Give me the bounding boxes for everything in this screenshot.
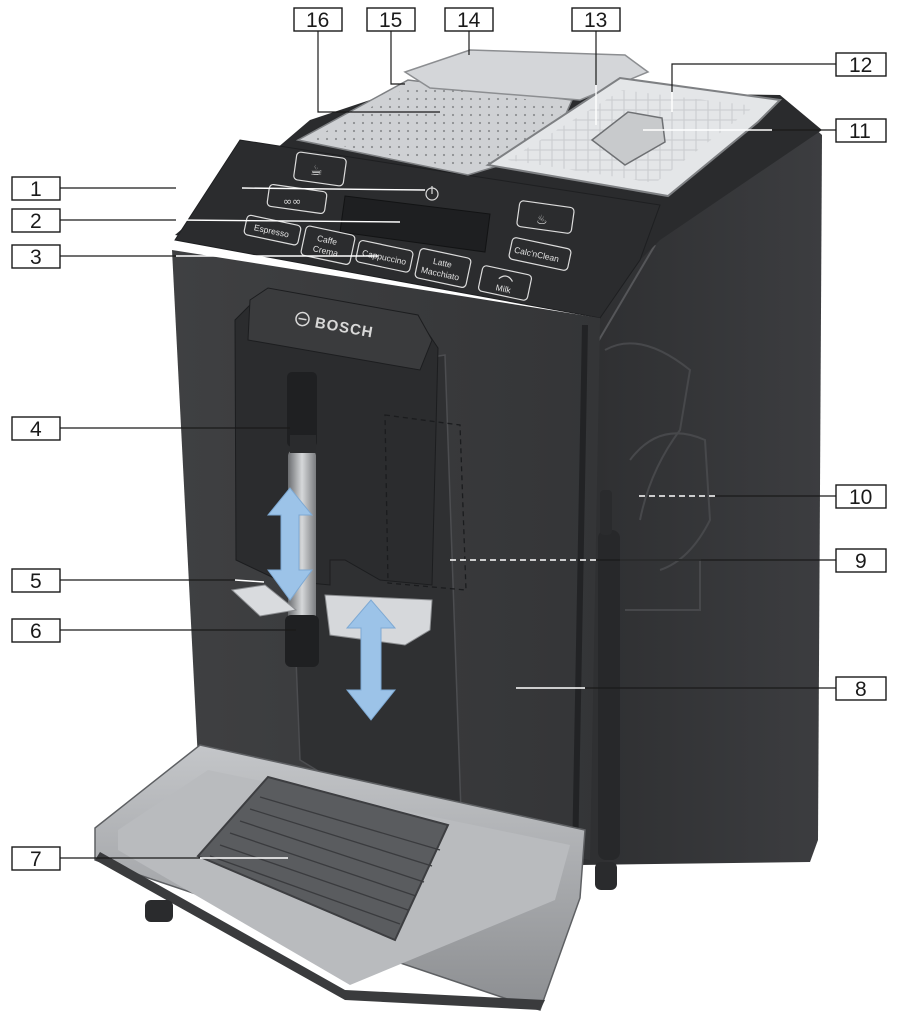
leader-1-inner <box>241 187 426 191</box>
bosch-logo-icon <box>295 311 310 327</box>
side-catch <box>600 490 612 535</box>
strength-icon: ∞∞ <box>283 195 301 208</box>
svg-text:11: 11 <box>849 120 871 143</box>
callout-4: 4 <box>11 416 61 441</box>
foot-left <box>145 900 173 922</box>
cup-grille-ribs <box>209 796 441 925</box>
callout-6: 6 <box>11 618 61 643</box>
leader-12 <box>671 63 836 92</box>
milk-tube-tip <box>285 615 319 667</box>
svg-text:9: 9 <box>855 550 867 573</box>
svg-text:12: 12 <box>849 54 872 77</box>
callout-16: 16 <box>293 7 343 32</box>
milk-icon <box>498 275 513 282</box>
cup-icon: ☕ <box>310 163 323 179</box>
svg-text:10: 10 <box>849 486 872 509</box>
callout-8: 8 <box>835 676 887 701</box>
svg-text:8: 8 <box>855 678 867 701</box>
svg-text:4: 4 <box>30 418 42 441</box>
callout-14: 14 <box>444 7 494 32</box>
callout-3: 3 <box>11 244 61 269</box>
water-tank-lid <box>403 49 650 101</box>
svg-text:2: 2 <box>30 210 42 233</box>
callout-15: 15 <box>366 7 416 32</box>
callout-12: 12 <box>835 52 887 77</box>
svg-text:13: 13 <box>584 9 607 32</box>
leader-2-inner <box>175 219 401 223</box>
dispenser-cap <box>247 287 433 371</box>
svg-text:6: 6 <box>30 620 42 643</box>
cup-grille <box>196 775 450 942</box>
cup-size-button[interactable] <box>293 151 347 187</box>
steam-icon: ♨ <box>536 213 548 228</box>
drip-tray-lip <box>95 852 545 1010</box>
leader-15 <box>390 30 405 85</box>
svg-text:5: 5 <box>30 570 42 593</box>
callout-11: 11 <box>835 118 887 143</box>
side-panel-edge <box>595 244 656 346</box>
height-adjust-arrow-right <box>345 599 397 721</box>
steam-button[interactable] <box>516 200 575 234</box>
callout-7: 7 <box>11 846 61 871</box>
milk-button[interactable]: Milk <box>477 265 533 301</box>
callout-1: 1 <box>11 176 61 201</box>
display[interactable] <box>339 195 491 253</box>
side-bracket <box>598 530 620 860</box>
svg-text:7: 7 <box>30 848 42 871</box>
svg-text:14: 14 <box>457 9 481 32</box>
foot-right <box>595 862 617 890</box>
callout-9: 9 <box>835 548 887 573</box>
milk-tube-collar <box>290 435 316 453</box>
svg-text:15: 15 <box>379 9 402 32</box>
milk-tube <box>287 372 317 447</box>
bean-container-lid <box>310 85 565 170</box>
svg-text:1: 1 <box>30 178 42 201</box>
svg-text:3: 3 <box>30 246 42 269</box>
callout-2: 2 <box>11 208 61 233</box>
milk-label: Milk <box>495 282 513 295</box>
milk-drip-shelf <box>230 584 298 617</box>
side-panel <box>580 115 822 865</box>
callout-5: 5 <box>11 568 61 593</box>
front-edge <box>572 324 588 861</box>
latte-label-1: Latte <box>432 256 453 270</box>
callout-13: 13 <box>571 7 621 32</box>
leader-16 <box>317 30 440 113</box>
svg-text:16: 16 <box>306 9 329 32</box>
callout-10: 10 <box>835 484 887 509</box>
caffe-crema-label-1: Caffe <box>316 233 338 247</box>
leader-5-inner <box>234 579 265 583</box>
height-adjust-arrow-left <box>266 487 314 601</box>
